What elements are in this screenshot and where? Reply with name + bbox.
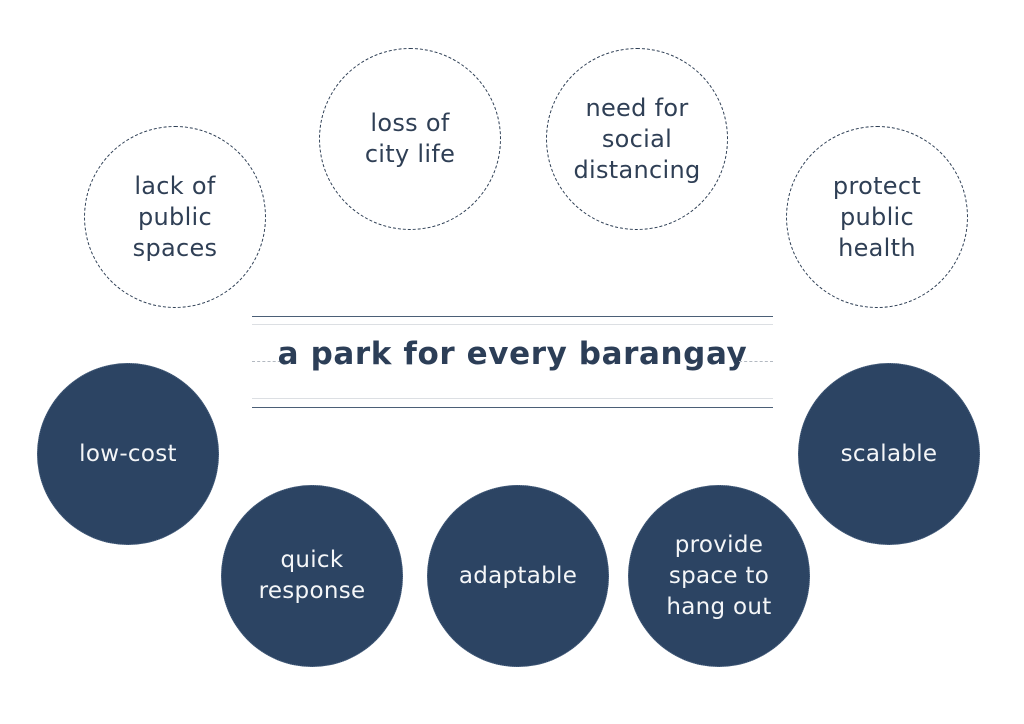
banner-right-dashes bbox=[739, 361, 773, 362]
solution-circle-scalable: scalable bbox=[798, 363, 980, 545]
problem-circle-lack-of-public-spaces: lack of public spaces bbox=[84, 126, 266, 308]
solution-circle-adaptable: adaptable bbox=[427, 485, 609, 667]
solution-label: low-cost bbox=[79, 440, 177, 467]
solution-circle-quick-response: quick response bbox=[221, 485, 403, 667]
solution-circle-low-cost: low-cost bbox=[37, 363, 219, 545]
banner-bottom-line-light bbox=[252, 398, 773, 399]
solution-circle-provide-space-to-hang-out: provide space to hang out bbox=[628, 485, 810, 667]
problem-label: loss of city life bbox=[364, 109, 456, 168]
problem-circle-need-for-social-distancing: need for social distancing bbox=[546, 48, 728, 230]
banner-left-dashes bbox=[252, 361, 286, 362]
problem-label: protect public health bbox=[832, 171, 922, 262]
solution-label: provide space to hang out bbox=[666, 531, 772, 620]
solution-label: quick response bbox=[258, 547, 366, 604]
problem-circle-loss-of-city-life: loss of city life bbox=[319, 48, 501, 230]
banner-bottom-line-dark bbox=[252, 407, 773, 408]
banner-top-line-dark bbox=[252, 316, 773, 317]
problem-circle-protect-public-health: protect public health bbox=[786, 126, 968, 308]
problem-label: need for social distancing bbox=[573, 93, 701, 184]
problem-label: lack of public spaces bbox=[132, 171, 218, 262]
solution-label: adaptable bbox=[458, 562, 578, 589]
banner-top-line-light bbox=[252, 324, 773, 325]
solution-label: scalable bbox=[840, 440, 938, 467]
banner-title: a park for every barangay bbox=[277, 336, 748, 372]
